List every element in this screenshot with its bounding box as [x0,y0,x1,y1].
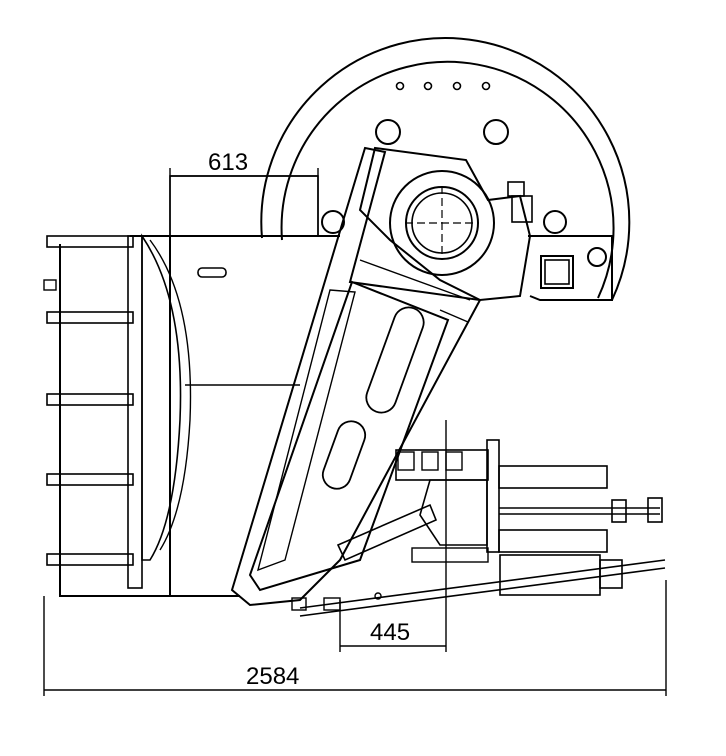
dimension-445: 445 [339,420,447,652]
eccentric-shaft [389,170,495,276]
dimension-613: 613 [169,149,319,236]
toggle-mechanism [336,439,663,563]
crusher-frame [59,146,613,597]
flywheel [260,37,631,301]
fixed-jaw [43,233,192,589]
dimension-2584: 2584 [43,580,667,696]
dimension-445-label: 445 [370,619,410,646]
tension-spring [291,554,666,617]
dimension-2584-label: 2584 [246,663,299,690]
swing-jaw [230,146,482,607]
dimension-613-label: 613 [208,149,248,176]
